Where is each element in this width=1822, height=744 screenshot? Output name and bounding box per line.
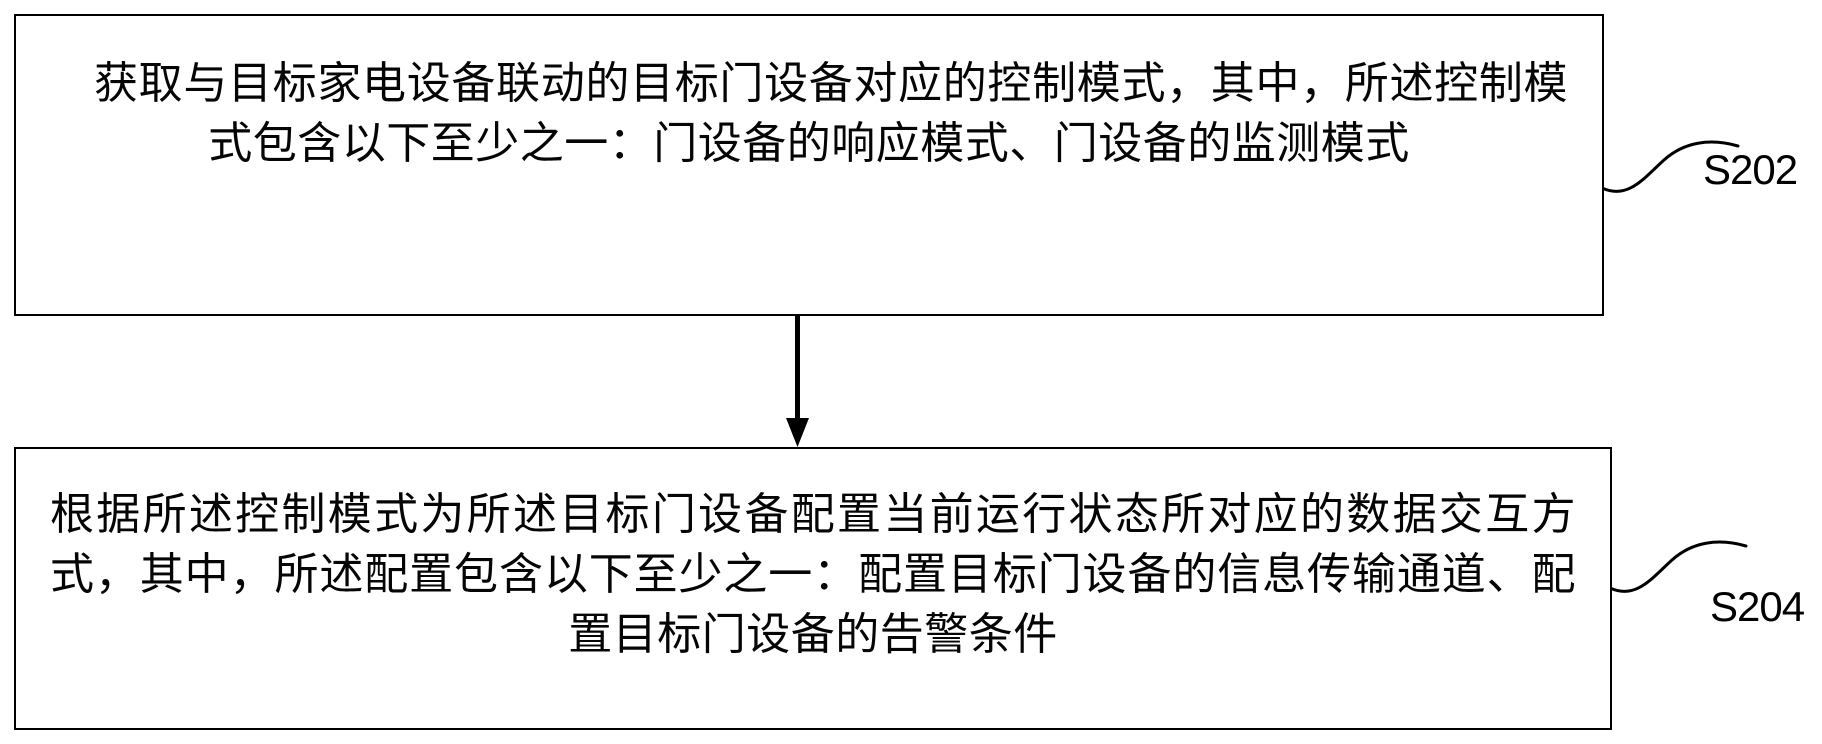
leader-line-s204: [1610, 540, 1748, 593]
leader-squiggle: [1610, 540, 1748, 593]
step-label-s202: S202: [1703, 146, 1798, 193]
arrow-head: [786, 418, 809, 447]
leader-line-s202: [1602, 140, 1740, 193]
process-box-s204: 根据所述控制模式为所述目标门设备配置当前运行状态所对应的数据交互方式，其中，所述…: [14, 447, 1612, 730]
process-box-s202: 获取与目标家电设备联动的目标门设备对应的控制模式，其中，所述控制模式包含以下至少…: [14, 14, 1604, 316]
leader-squiggle: [1602, 140, 1740, 193]
process-box-s202-text: 获取与目标家电设备联动的目标门设备对应的控制模式，其中，所述控制模式包含以下至少…: [94, 59, 1568, 168]
step-label-s204: S204: [1710, 583, 1805, 630]
process-box-s204-text: 根据所述控制模式为所述目标门设备配置当前运行状态所对应的数据交互方式，其中，所述…: [50, 490, 1576, 659]
arrow-down-icon: [786, 314, 809, 447]
